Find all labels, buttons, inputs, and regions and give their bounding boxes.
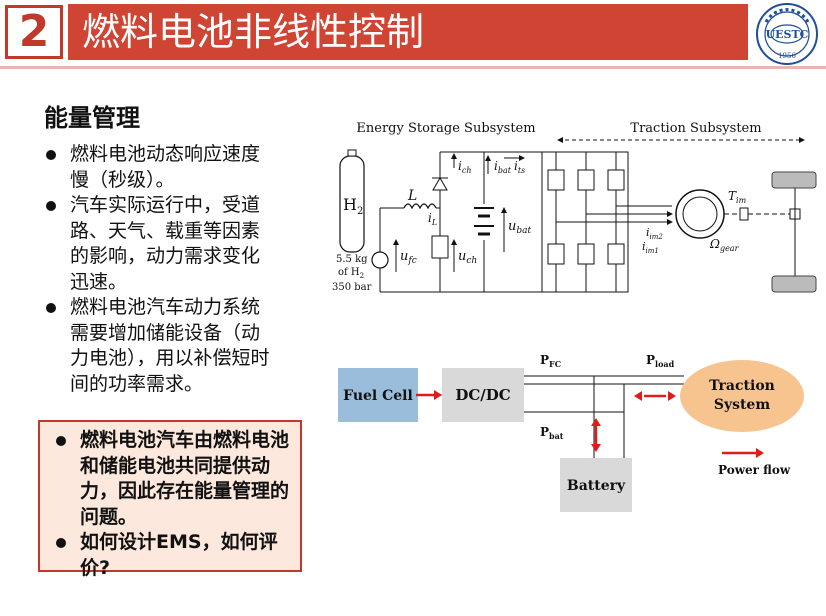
university-logo-icon: UESTC 1956 [756, 3, 818, 65]
ubat-label: ubat [508, 219, 532, 236]
load-flow-arrowhead [634, 391, 642, 401]
h2-label: H2 [343, 195, 363, 217]
pfc-label: PFC [540, 353, 561, 369]
ufc-label: ufc [400, 249, 417, 266]
igbt-icon [607, 169, 625, 191]
motor-rotor [682, 196, 718, 232]
bullet-list: 燃料电池动态响应速度慢（秒级）。 汽车实际运行中，受道路、天气、载重等因素的影响… [44, 142, 276, 397]
ibat-label: ibat [494, 159, 512, 175]
pbat-label: Pbat [540, 425, 564, 441]
power-flow-diagram: Fuel Cell DC/DC PFC Pload Pbat Battery T… [338, 353, 804, 512]
traction-system-block [680, 360, 804, 432]
bullet-text: 汽车实际运行中，受道路、天气、载重等因素的影响，动力需求变化迅速。 [70, 194, 261, 293]
energy-label-bg [360, 118, 532, 134]
highlight-box: 燃料电池汽车由燃料电池和储能电池共同提供动力，因此存在能量管理的问题。 如何设计… [38, 420, 302, 579]
its-label: its [514, 159, 525, 175]
battery-block [560, 458, 632, 512]
tank-content: of H2 [338, 267, 364, 280]
battery-label: Battery [567, 478, 626, 494]
battery-flow-arrowhead [591, 444, 601, 452]
highlight-bullet-text: 燃料电池汽车由燃料电池和储能电池共同提供动力，因此存在能量管理的问题。 [80, 429, 290, 528]
highlight-bullet-item: 燃料电池汽车由燃料电池和储能电池共同提供动力，因此存在能量管理的问题。 [54, 428, 294, 530]
iim1-label: iim1 [642, 240, 659, 255]
traction-label-bg [628, 120, 764, 136]
igbt-icon [547, 169, 565, 191]
inductor-icon [403, 203, 437, 210]
traction-subsystem-label: Traction Subsystem [630, 121, 761, 136]
bullet-dot-icon [46, 303, 56, 313]
logo-text: UESTC [766, 28, 809, 41]
legend-label: Power flow [718, 463, 791, 477]
section-number: 2 [18, 6, 50, 57]
bullet-text: 燃料电池汽车动力系统需要增加储能设备（动力电池），用以补偿短时间的功率需求。 [70, 296, 270, 395]
section-number-box: 2 [5, 5, 63, 59]
title-bar: 燃料电池非线性控制 [68, 4, 748, 60]
fc-flow-arrowhead [434, 390, 442, 400]
fuel-cell-label: Fuel Cell [343, 388, 413, 404]
legend-arrowhead [756, 448, 764, 458]
system-label: System [714, 397, 771, 413]
wheel-icon [771, 171, 817, 189]
highlight-bullet-item: 如何设计EMS，如何评价? [54, 530, 294, 581]
uch-label: uch [458, 249, 477, 266]
section-title: 能量管理 [44, 104, 140, 132]
bullet-item: 燃料电池汽车动力系统需要增加储能设备（动力电池），用以补偿短时间的功率需求。 [44, 295, 276, 397]
fuel-cell-block [338, 368, 418, 422]
dcdc-label: DC/DC [455, 386, 510, 404]
tank-mass: 5.5 kg [336, 254, 368, 265]
gear-icon [739, 207, 749, 221]
load-flow-arrowhead [668, 391, 676, 401]
battery-flow-arrowhead [591, 418, 601, 426]
il-label: iL [428, 211, 437, 227]
energy-storage-label: Energy Storage Subsystem [356, 121, 535, 136]
header-rule [0, 66, 826, 69]
diode-icon [432, 177, 448, 191]
bullet-dot-icon [46, 201, 56, 211]
bullet-text: 燃料电池动态响应速度慢（秒级）。 [70, 143, 261, 191]
bullet-dot-icon [56, 538, 66, 548]
slide-header: 2 燃料电池非线性控制 UESTC 1956 [0, 0, 826, 65]
bullet-item: 燃料电池动态响应速度慢（秒级）。 [44, 142, 276, 193]
logo-year: 1956 [778, 52, 796, 60]
tim-label: Tim [728, 189, 747, 205]
igbt-icon [577, 169, 595, 191]
slide-title: 燃料电池非线性控制 [82, 10, 425, 54]
dcdc-block [442, 368, 524, 422]
bullet-item: 汽车实际运行中，受道路、天气、载重等因素的影响，动力需求变化迅速。 [44, 193, 276, 295]
fuel-cell-source-icon [371, 251, 389, 269]
bullet-dot-icon [56, 436, 66, 446]
traction-label: Traction [709, 378, 775, 394]
battery-cell-bg [474, 204, 494, 240]
ich-label: ich [458, 159, 471, 175]
highlight-bullet-list: 燃料电池汽车由燃料电池和储能电池共同提供动力，因此存在能量管理的问题。 如何设计… [54, 428, 294, 581]
igbt-icon [607, 243, 625, 265]
igbt-icon [577, 243, 595, 265]
inductor-label: L [407, 188, 417, 204]
bullet-dot-icon [46, 150, 56, 160]
circuit-diagram: Energy Storage Subsystem Traction Subsys… [332, 118, 817, 293]
boost-switch-icon [431, 235, 449, 259]
iim2-label: iim2 [646, 226, 663, 241]
omega-label: Ωgear [709, 237, 740, 253]
tank-pressure: 350 bar [332, 282, 372, 293]
pload-label: Pload [646, 353, 675, 369]
wheel-icon [771, 275, 817, 293]
tank-valve-icon [347, 149, 357, 157]
igbt-icon [547, 243, 565, 265]
highlight-bullet-text: 如何设计EMS，如何评价? [80, 531, 278, 579]
